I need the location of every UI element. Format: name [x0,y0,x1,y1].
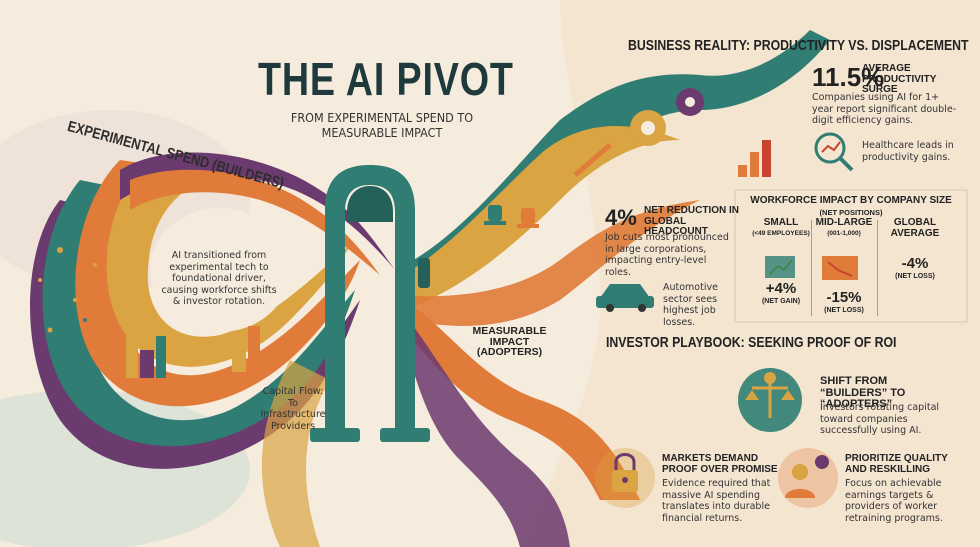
worker-gear-icon [778,448,838,508]
page-subtitle: FROM EXPERIMENTAL SPEND TO MEASURABLE IM… [290,110,474,140]
buildings-icon [108,326,260,378]
investor-heading: INVESTOR PLAYBOOK: SEEKING PROOF OF ROI [606,334,897,351]
healthcare-note: Healthcare leads in productivity gains. [862,140,954,163]
headcount-value: 4% [605,205,637,230]
productivity-body: Companies using AI for 1+ year report si… [812,92,957,126]
workforce-subtitle: (NET POSITIONS) [819,208,883,217]
bar-chart-icon [573,140,771,177]
col-detail: (001-1,000) [827,229,861,237]
col-note: (NET LOSS) [895,273,935,280]
quality-body: Focus on achievable earnings targets & p… [845,478,943,524]
gear-icon [630,88,704,146]
padlock-icon [595,448,655,508]
measurable-impact-label: MEASURABLE IMPACT (ADOPTERS) [472,325,547,358]
balance-scale-icon [738,368,802,432]
productivity-label: AVERAGE PRODUCTIVITY SURGE [862,63,937,95]
col-value: -15% [826,289,862,306]
headcount-body: Job cuts most pronounced in large corpor… [605,232,729,278]
col-name: SMALL [763,217,799,228]
productivity-value: 11.5% [812,62,885,92]
business-heading: BUSINESS REALITY: PRODUCTIVITY VS. DISPL… [628,37,969,54]
capital-flow-title: Capital Flow: [262,386,324,397]
workforce-col-mid-large: MID-LARGE (001-1,000) -15% (NET LOSS) [812,217,876,317]
capital-flow-body: To Infrastructure Providers [260,397,326,432]
col-detail: (<49 EMPLOYEES) [752,229,810,237]
capital-flow-note: Capital Flow: To Infrastructure Provider… [258,386,328,432]
markets-body: Evidence required that massive AI spendi… [662,478,771,524]
quality-title: PRIORITIZE QUALITY AND RESKILLING [845,453,948,475]
table-divider [811,220,812,316]
auto-note: Automotive sector sees highest job losse… [663,282,718,328]
headcount-label: NET REDUCTION IN GLOBAL HEADCOUNT [644,205,739,237]
office-chair-icon [484,205,539,228]
magnifier-chart-icon [814,132,854,172]
shift-body: Investors rotating capital toward compan… [820,402,940,436]
page-title: THE AI PIVOT [258,53,514,105]
col-name: MID-LARGE [815,217,873,228]
markets-title: MARKETS DEMAND PROOF OVER PROMISE [662,453,778,475]
car-icon [596,284,654,312]
workforce-col-global: GLOBAL AVERAGE -4% (NET LOSS) [880,217,950,283]
col-note: (NET LOSS) [824,307,864,314]
workforce-title: WORKFORCE IMPACT BY COMPANY SIZE [750,195,952,206]
shift-title: SHIFT FROM “BUILDERS” TO “ADOPTERS” [820,375,906,410]
col-value: +4% [765,280,797,297]
col-note: (NET GAIN) [761,298,801,305]
transition-note: AI transitioned from experimental tech t… [161,250,277,307]
col-name: GLOBAL AVERAGE [890,217,940,239]
workforce-col-small: SMALL (<49 EMPLOYEES) +4% (NET GAIN) [752,217,810,308]
table-divider [877,220,878,316]
col-value: -4% [901,255,929,272]
